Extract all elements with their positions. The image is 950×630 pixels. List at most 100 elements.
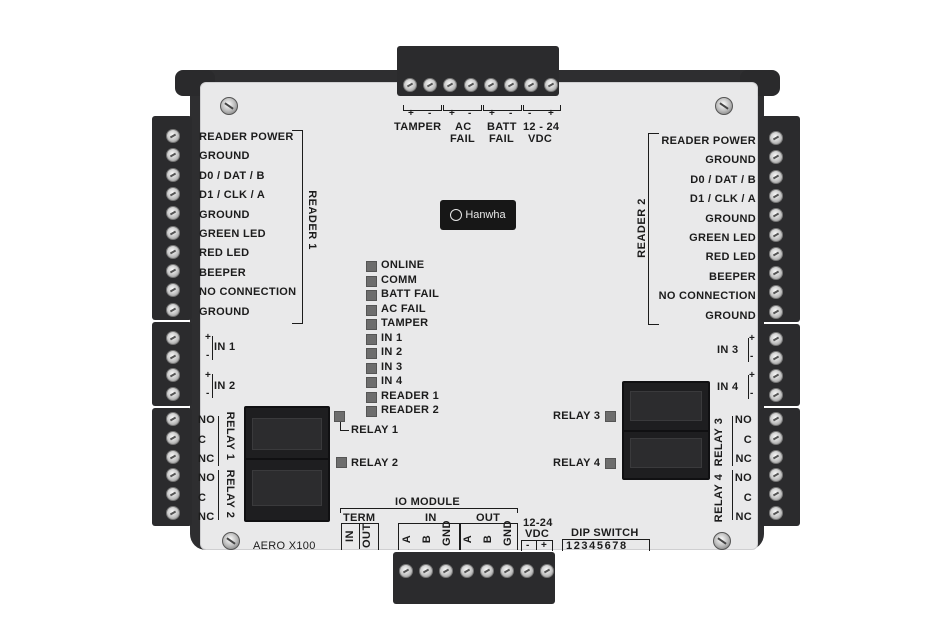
terminal-screw-icon[interactable] — [504, 78, 518, 92]
terminal-screw-icon[interactable] — [769, 487, 783, 502]
relay3-bracket — [727, 416, 733, 466]
terminal-screw-icon[interactable] — [500, 564, 514, 578]
terminal-screw-icon[interactable] — [166, 148, 180, 163]
terminal-screw-icon[interactable] — [166, 302, 180, 317]
term-in-label: IN — [344, 530, 356, 542]
status-led-label: READER 1 — [381, 389, 440, 402]
terminal-screw-icon[interactable] — [166, 225, 180, 240]
terminal-screw-icon[interactable] — [769, 387, 783, 402]
status-led-label: COMM — [381, 273, 418, 286]
terminal-screw-icon[interactable] — [166, 506, 180, 520]
in4-minus: - — [750, 388, 754, 399]
acfail-plus-label: + — [449, 108, 455, 119]
mounting-screw-icon — [715, 97, 733, 115]
terminal-screw-icon[interactable] — [166, 349, 180, 364]
acfail-label-1: AC — [455, 121, 472, 133]
battfail-label-2: FAIL — [489, 133, 515, 145]
terminal-screw-icon[interactable] — [769, 246, 783, 261]
terminal-screw-icon[interactable] — [166, 331, 180, 345]
terminal-screw-icon[interactable] — [166, 206, 180, 221]
hanwha-mark-icon — [450, 209, 463, 221]
terminal-screw-icon[interactable] — [399, 564, 413, 578]
in2-plus: + — [205, 370, 211, 381]
terminal-screw-icon[interactable] — [769, 208, 783, 223]
terminal-screw-icon[interactable] — [483, 78, 498, 92]
terminal-screw-icon[interactable] — [769, 169, 783, 184]
terminal-screw-icon[interactable] — [166, 264, 180, 279]
relay-left-pin-label: NO — [198, 414, 216, 426]
terminal-screw-icon[interactable] — [166, 468, 180, 483]
status-led — [366, 261, 377, 272]
terminal-screw-icon[interactable] — [544, 78, 559, 92]
terminal-screw-icon[interactable] — [166, 186, 180, 201]
terminal-screw-icon[interactable] — [769, 369, 783, 384]
terminal-screw-icon[interactable] — [769, 468, 783, 483]
battfail-minus-label: - — [509, 108, 513, 119]
terminal-screw-icon[interactable] — [166, 129, 180, 143]
tamper-minus-label: - — [428, 108, 432, 119]
reader1-pin-label: GREEN LED — [199, 228, 266, 240]
terminal-screw-icon[interactable] — [166, 449, 180, 464]
terminal-screw-icon[interactable] — [439, 564, 454, 578]
terminal-screw-icon[interactable] — [769, 227, 783, 242]
relay1-led-leader — [340, 422, 349, 431]
relay-right-pin-label: NO — [734, 414, 752, 426]
relay3-led-label: RELAY 3 — [553, 410, 601, 422]
terminal-screw-icon[interactable] — [769, 131, 783, 145]
power-bracket — [523, 105, 561, 111]
terminal-screw-icon[interactable] — [166, 386, 180, 401]
relay3-led — [605, 411, 616, 422]
terminal-screw-icon[interactable] — [769, 188, 783, 203]
terminal-screw-icon[interactable] — [166, 283, 180, 298]
terminal-screw-icon[interactable] — [769, 506, 783, 520]
terminal-screw-icon[interactable] — [769, 350, 783, 365]
status-led-label: READER 2 — [381, 404, 440, 416]
status-led — [366, 319, 377, 330]
terminal-screw-icon[interactable] — [403, 78, 417, 92]
status-led-label: TAMPER — [381, 317, 429, 329]
terminal-screw-icon[interactable] — [166, 487, 180, 502]
relay2-bracket — [218, 470, 224, 520]
terminal-screw-icon[interactable] — [166, 244, 180, 259]
relay4-led-label: RELAY 4 — [553, 457, 601, 469]
reader2-pin-label: D1 / CLK / A — [689, 193, 756, 206]
relay-left-pin-label: NO — [198, 472, 216, 484]
terminal-screw-icon[interactable] — [419, 564, 434, 578]
relay-right-pin-label: NC — [735, 511, 752, 523]
io-in-box — [398, 523, 460, 550]
terminal-screw-icon[interactable] — [459, 564, 474, 578]
reader1-pin-label: GROUND — [199, 305, 250, 318]
reader2-pin-label: NO CONNECTION — [658, 290, 756, 303]
tamper-label: TAMPER — [394, 121, 442, 133]
status-led-label: ONLINE — [381, 259, 425, 271]
terminal-screw-icon[interactable] — [520, 564, 535, 578]
power-label-1: 12 - 24 — [523, 121, 560, 133]
terminal-screw-icon[interactable] — [166, 412, 180, 426]
terminal-screw-icon[interactable] — [166, 167, 180, 182]
terminal-screw-icon[interactable] — [769, 304, 783, 319]
terminal-screw-icon[interactable] — [479, 564, 494, 578]
relay2-title: RELAY 2 — [224, 469, 236, 519]
terminal-screw-icon[interactable] — [769, 412, 783, 426]
terminal-screw-icon[interactable] — [769, 266, 783, 281]
terminal-screw-icon[interactable] — [769, 449, 783, 464]
mounting-screw-icon — [222, 532, 240, 550]
terminal-screw-icon[interactable] — [166, 368, 180, 383]
status-led — [366, 275, 377, 287]
relay4-led — [605, 458, 616, 469]
terminal-screw-icon[interactable] — [769, 285, 783, 300]
terminal-screw-icon[interactable] — [443, 78, 458, 92]
io-power-label-2: VDC — [525, 528, 550, 540]
io-power-divider — [536, 540, 537, 550]
terminal-screw-icon[interactable] — [524, 78, 539, 92]
terminal-screw-icon[interactable] — [540, 564, 555, 578]
terminal-screw-icon[interactable] — [423, 78, 438, 92]
terminal-screw-icon[interactable] — [769, 430, 783, 445]
terminal-screw-icon[interactable] — [769, 150, 783, 165]
terminal-screw-icon[interactable] — [166, 430, 180, 445]
terminal-screw-icon[interactable] — [463, 78, 478, 92]
relay-right-pin-label: NO — [734, 472, 752, 484]
reader2-pin-label: RED LED — [705, 251, 756, 264]
terminal-screw-icon[interactable] — [769, 332, 783, 346]
relay3-title: RELAY 3 — [713, 417, 725, 467]
